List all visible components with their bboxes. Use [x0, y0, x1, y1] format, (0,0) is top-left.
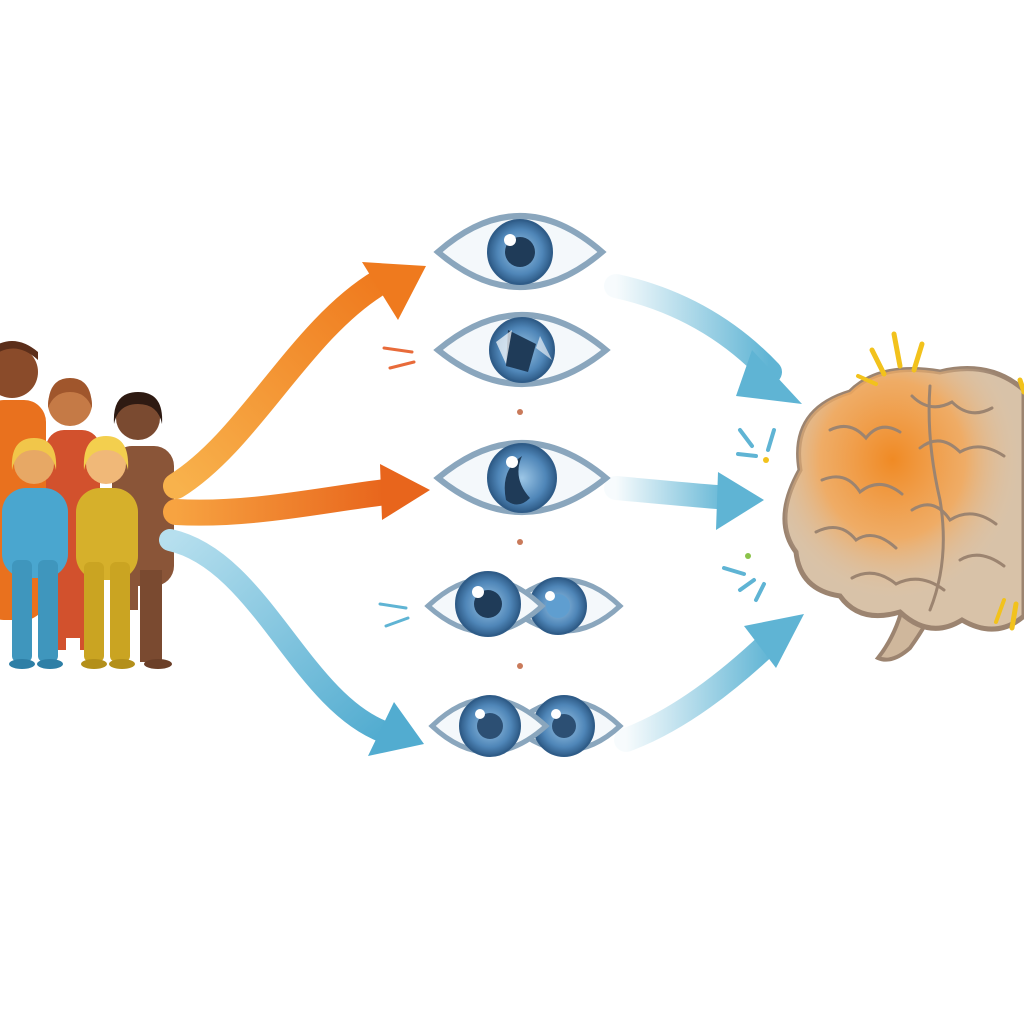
eye-normal — [433, 213, 607, 290]
eye-to-brain-arrows — [604, 274, 804, 752]
arrow-orange-up — [163, 269, 393, 499]
arrowhead-middle-to-brain — [716, 472, 764, 530]
arrowhead-top-to-brain — [736, 350, 802, 404]
person-front-left — [2, 438, 68, 669]
separator-dot — [517, 539, 523, 545]
motion-dashes — [378, 346, 416, 628]
separator-dot — [517, 409, 523, 415]
eye-patterned-1 — [433, 312, 611, 387]
spark-lines — [722, 331, 1024, 631]
eye-patterned-2 — [433, 440, 611, 515]
arrow-blue-down — [159, 529, 395, 743]
people-group — [0, 341, 174, 669]
arrowhead-blue-down — [368, 702, 424, 756]
arrow-middle-to-brain — [604, 476, 742, 510]
person-front-right — [76, 436, 138, 669]
brain — [782, 366, 1024, 662]
arrowhead-bottom-to-brain — [744, 614, 804, 668]
arrow-orange-middle — [163, 479, 399, 526]
arrowhead-orange-middle — [380, 464, 430, 520]
eye-double-1 — [424, 571, 624, 637]
arrowhead-orange-up — [362, 262, 426, 320]
arrow-top-to-brain — [604, 274, 782, 384]
group-to-eye-arrows — [159, 262, 430, 756]
brain-folds — [814, 384, 1006, 612]
brain-glow — [784, 368, 1024, 630]
eye-double-2 — [428, 695, 624, 757]
arrow-bottom-to-brain — [614, 628, 784, 752]
eye-column — [378, 213, 624, 757]
separator-dot — [517, 663, 523, 669]
